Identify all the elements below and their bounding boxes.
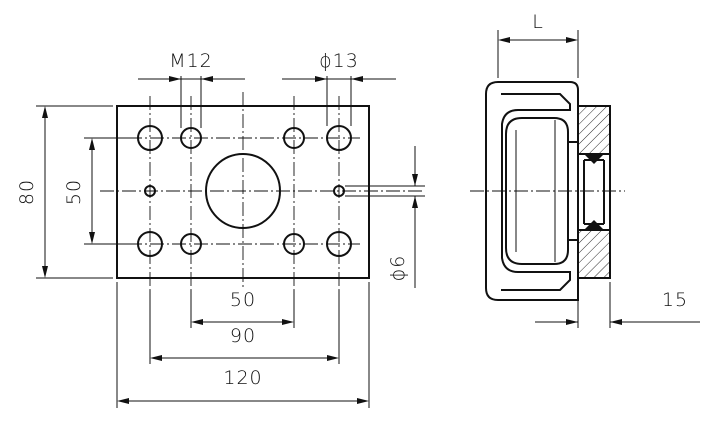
width-inner-label: 50 [230, 289, 256, 311]
central-bore [205, 153, 281, 229]
hole-centerlines [128, 96, 360, 290]
width-inner-dimension: 50 [191, 289, 294, 325]
length-dimension: L [497, 11, 579, 78]
height-inner-label: 50 [63, 179, 85, 205]
front-view: M12 ϕ13 80 50 [16, 50, 425, 408]
pin-label: ϕ6 [387, 255, 409, 282]
height-outer-label: 80 [16, 179, 38, 205]
height-outer-dimension: 80 [16, 105, 113, 279]
width-outer-label: 120 [223, 367, 262, 389]
bore-label: ϕ13 [319, 50, 359, 72]
pin-dimension: ϕ6 [345, 146, 425, 288]
width-extension-lines [116, 282, 370, 408]
height-inner-dimension: 50 [63, 137, 136, 245]
length-label: L [532, 11, 544, 33]
c-body-outline [485, 81, 579, 301]
thread-dimension: M12 [138, 50, 245, 128]
thickness-dimension: 15 [535, 282, 700, 328]
width-middle-dimension: 90 [150, 325, 339, 361]
bore-dimension: ϕ13 [282, 50, 396, 126]
insert-outline [505, 117, 569, 265]
width-middle-label: 90 [230, 325, 256, 347]
section-plate [577, 105, 611, 279]
thread-label: M12 [169, 50, 213, 72]
side-view: L 15 [470, 11, 700, 328]
width-outer-dimension: 120 [117, 367, 369, 404]
thickness-label: 15 [662, 289, 688, 311]
